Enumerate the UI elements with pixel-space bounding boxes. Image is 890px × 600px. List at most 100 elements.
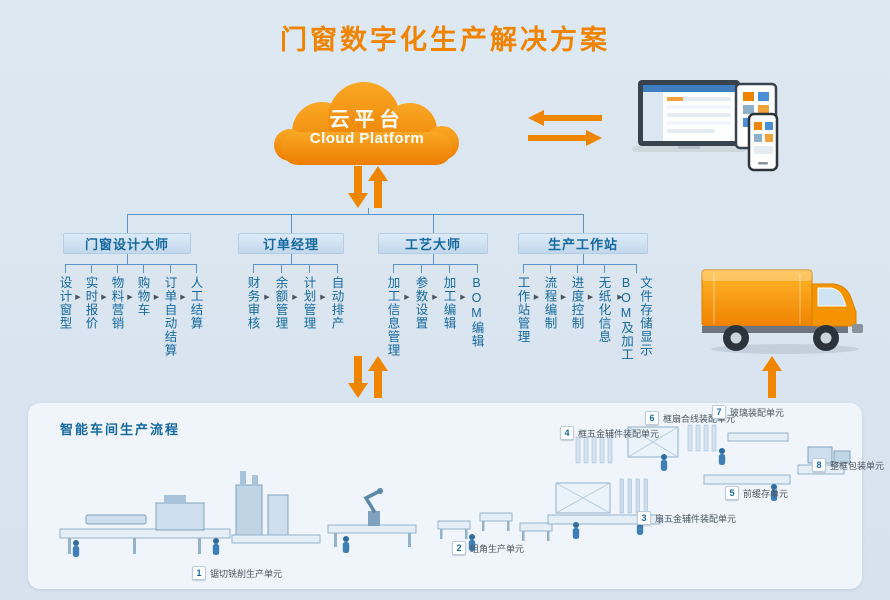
feature-item: 加工编辑: [441, 276, 456, 330]
station-label: 框五金辅件装配单元: [578, 428, 660, 439]
cloud-icon: [274, 82, 459, 165]
item-stub: [393, 264, 394, 273]
branch-header: 订单经理: [238, 233, 344, 254]
station-number: 8: [812, 458, 826, 472]
arrow-right-icon: ▶: [460, 294, 466, 301]
branch-items-line: [253, 264, 337, 265]
arrow-right-icon: ▶: [404, 294, 410, 301]
arrow-right-icon: ▶: [153, 294, 160, 301]
item-stub: [604, 264, 605, 273]
item-stub: [91, 264, 92, 273]
workshop-title: 智能车间生产流程: [60, 422, 181, 437]
devices-illustration: [632, 80, 779, 172]
arrow-right-icon: ▶: [101, 294, 107, 301]
station-number: 4: [560, 426, 574, 440]
tree-trunk-line: [368, 208, 369, 214]
feature-item: 流程编制: [542, 276, 557, 330]
station-marker: 2 组角生产单元: [452, 541, 524, 555]
tree-branch-stub: [127, 214, 128, 233]
arrow-right-icon: ▶: [75, 294, 81, 301]
station-marker: 7 玻璃装配单元: [712, 405, 784, 419]
item-stub: [477, 264, 478, 273]
feature-item: 加工信息管理: [385, 276, 400, 357]
feature-item: 财务审核: [245, 276, 260, 330]
station-number: 2: [452, 541, 466, 555]
station-marker: 8 整框包装单元: [812, 458, 884, 472]
arrow-right-icon: ▶: [432, 294, 438, 301]
cloud-subtitle: Cloud Platform: [309, 130, 425, 147]
branch-substub: [433, 254, 434, 264]
cloud-platform: 云平台 Cloud Platform: [260, 80, 474, 178]
feature-item: 文件存储显示BOM及加工: [619, 276, 652, 362]
feature-item: 人工结算: [188, 276, 203, 330]
sync-arrows-icon: [528, 110, 602, 146]
station-number: 7: [712, 405, 726, 419]
upload-arrow-icon: [762, 356, 782, 398]
item-stub: [196, 264, 197, 273]
station-label: 框扇合线装配单元: [663, 413, 736, 424]
workshop-illustration: [59, 424, 851, 557]
arrow-right-icon: ▶: [617, 294, 623, 301]
station-marker: 3 扇五金辅件装配单元: [637, 511, 736, 525]
item-stub: [143, 264, 144, 273]
arrow-right-icon: ▶: [180, 294, 186, 301]
station-label: 整框包装单元: [830, 460, 885, 471]
station-label: 前缓存单元: [743, 488, 789, 499]
item-stub: [253, 264, 254, 273]
station-marker: 4 框五金辅件装配单元: [560, 426, 659, 440]
feature-item: 无纸化信息: [596, 276, 611, 344]
feature-item: 订单自动结算: [162, 276, 177, 357]
station-number: 6: [645, 411, 659, 425]
feature-item: 购物车: [135, 276, 150, 317]
branch-substub: [583, 254, 584, 264]
branch-header: 生产工作站: [518, 233, 648, 254]
branch-items-line: [65, 264, 196, 265]
station-label: 玻璃装配单元: [730, 407, 785, 418]
arrow-right-icon: ▶: [320, 294, 326, 301]
feature-item: 参数设置: [413, 276, 428, 330]
branch-substub: [127, 254, 128, 264]
item-stub: [636, 264, 637, 273]
station-label: 锯切铣削生产单元: [210, 568, 283, 579]
station-marker: 1 锯切铣削生产单元: [192, 566, 282, 580]
tree-top-line: [127, 214, 583, 215]
item-stub: [523, 264, 524, 273]
station-marker: 6 框扇合线装配单元: [645, 411, 735, 425]
branch-header: 门窗设计大师: [63, 233, 191, 254]
workshop-panel: 智能车间生产流程 1 锯切铣削生产单元 2 组角生产单元 3 扇五金辅件装配单元 4 框五金辅…: [28, 403, 884, 589]
updown-arrows-icon: [348, 166, 388, 208]
feature-item: 进度控制: [569, 276, 584, 330]
phone-icon: [747, 112, 779, 172]
item-stub: [550, 264, 551, 273]
branch-items-line: [523, 264, 636, 265]
feature-item: BOM编辑: [469, 276, 484, 348]
laptop-icon: [632, 80, 746, 152]
updown-arrows-icon: [348, 356, 388, 398]
arrow-right-icon: ▶: [292, 294, 298, 301]
tree-branch-stub: [291, 214, 292, 233]
item-stub: [65, 264, 66, 273]
feature-item: 设计窗型: [57, 276, 72, 330]
arrow-right-icon: ▶: [587, 294, 594, 301]
feature-item: 计划管理: [301, 276, 316, 330]
feature-item: 余额管理: [273, 276, 288, 330]
arrow-right-icon: ▶: [533, 294, 540, 301]
item-stub: [449, 264, 450, 273]
item-stub: [281, 264, 282, 273]
item-stub: [577, 264, 578, 273]
feature-item: 自动排产: [329, 276, 344, 330]
station-number: 3: [637, 511, 651, 525]
item-stub: [309, 264, 310, 273]
station-number: 1: [192, 566, 206, 580]
branch-header: 工艺大师: [378, 233, 488, 254]
tree-branch-stub: [433, 214, 434, 233]
feature-item: 实时报价: [83, 276, 98, 330]
branch-items-line: [393, 264, 477, 265]
feature-item: 工作站管理: [515, 276, 530, 344]
station-label: 扇五金辅件装配单元: [655, 513, 737, 524]
arrow-right-icon: ▶: [127, 294, 133, 301]
station-label: 组角生产单元: [470, 543, 525, 554]
tree-branch-stub: [583, 214, 584, 233]
branch-substub: [291, 254, 292, 264]
